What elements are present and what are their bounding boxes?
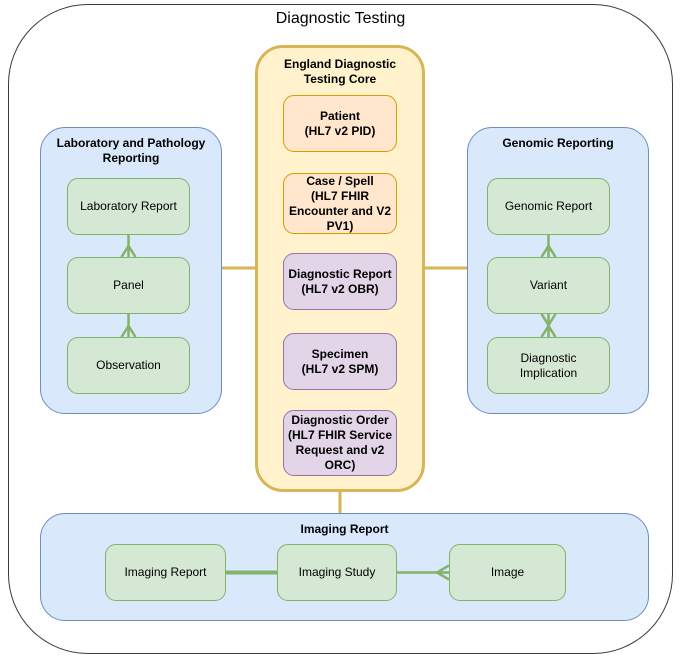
node-diagnostic-implication: Diagnostic Implication [487,337,610,394]
node-panel: Panel [67,257,190,314]
node-patient: Patient (HL7 v2 PID) [283,95,397,152]
node-imaging-report: Imaging Report [105,544,226,601]
group-imaging-title: Imaging Report [300,522,389,536]
node-image: Image [449,544,566,601]
node-observation: Observation [67,337,190,394]
group-laboratory-title: Laboratory and Pathology Reporting [56,136,206,165]
node-specimen: Specimen (HL7 v2 SPM) [283,333,397,390]
node-diagnostic-order: Diagnostic Order (HL7 FHIR Service Reque… [283,410,397,476]
node-diagnostic-report: Diagnostic Report (HL7 v2 OBR) [283,253,397,310]
node-variant: Variant [487,257,610,314]
node-genomic-report: Genomic Report [487,178,610,235]
node-imaging-study: Imaging Study [277,544,397,601]
node-case-spell: Case / Spell (HL7 FHIR Encounter and V2 … [283,173,397,234]
node-laboratory-report: Laboratory Report [67,178,190,235]
group-core-title: England Diagnostic Testing Core [283,57,396,86]
diagram-title: Diagnostic Testing [275,10,406,27]
group-genomic-title: Genomic Reporting [502,136,614,150]
